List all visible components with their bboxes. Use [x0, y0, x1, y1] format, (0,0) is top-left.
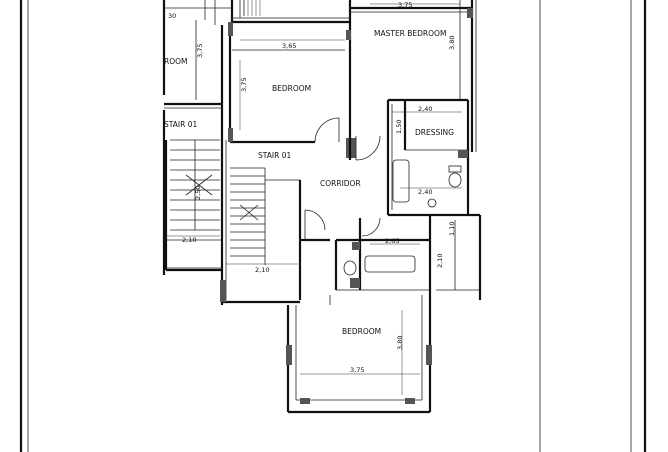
- dim-top-left: 30: [168, 12, 176, 20]
- dim-bedroom-width: 3,65: [282, 42, 296, 50]
- left-room-partial: [162, 0, 232, 275]
- dimension-lines: [166, 3, 462, 395]
- dim-dressing-width: 2,40: [418, 105, 432, 113]
- dim-top-master-width: 3,75: [398, 1, 412, 9]
- stair-center: [220, 140, 302, 305]
- master-bedroom-walls: [348, 0, 477, 160]
- top-strip: [230, 0, 350, 24]
- dim-left-room-height: 3,75: [196, 44, 204, 58]
- dim-stair-left-width: 2,10: [182, 236, 196, 244]
- dim-bath2-height: 2,10: [436, 254, 444, 268]
- dim-stair-vertical: 2,50: [194, 186, 202, 200]
- dressing-bath-walls: [386, 98, 480, 217]
- bottom-bedroom-walls: [286, 290, 432, 414]
- dim-master-height: 3,80: [448, 36, 456, 50]
- dim-bottom-bedroom-width: 3,75: [350, 366, 364, 374]
- bath2-walls: [334, 215, 482, 300]
- room-label-corridor: CORRIDOR: [320, 179, 361, 188]
- dim-small-right: 1,10: [448, 222, 456, 236]
- room-label-left-partial: ROOM: [164, 57, 188, 66]
- dim-bottom-bedroom-height: 3,80: [396, 336, 404, 350]
- dim-stair-center-width: 2,10: [255, 266, 269, 274]
- room-label-stair-center: STAIR 01: [258, 151, 291, 160]
- stair-left: [164, 139, 222, 272]
- room-label-bedroom-top: BEDROOM: [272, 84, 311, 93]
- dim-bath2-width: 2,65: [385, 237, 399, 245]
- dim-bath-width: 2,40: [418, 188, 432, 196]
- room-label-stair-left: STAIR 01: [164, 120, 197, 129]
- room-label-master-bedroom: MASTER BEDROOM: [374, 29, 446, 38]
- corridor-walls: [300, 117, 381, 242]
- dim-bedroom-height: 3,75: [240, 78, 248, 92]
- room-label-bedroom-bottom: BEDROOM: [342, 327, 381, 336]
- sheet-frame: [19, 0, 647, 452]
- room-label-dressing: DRESSING: [415, 128, 454, 137]
- dim-dressing-height: 1,50: [395, 120, 403, 134]
